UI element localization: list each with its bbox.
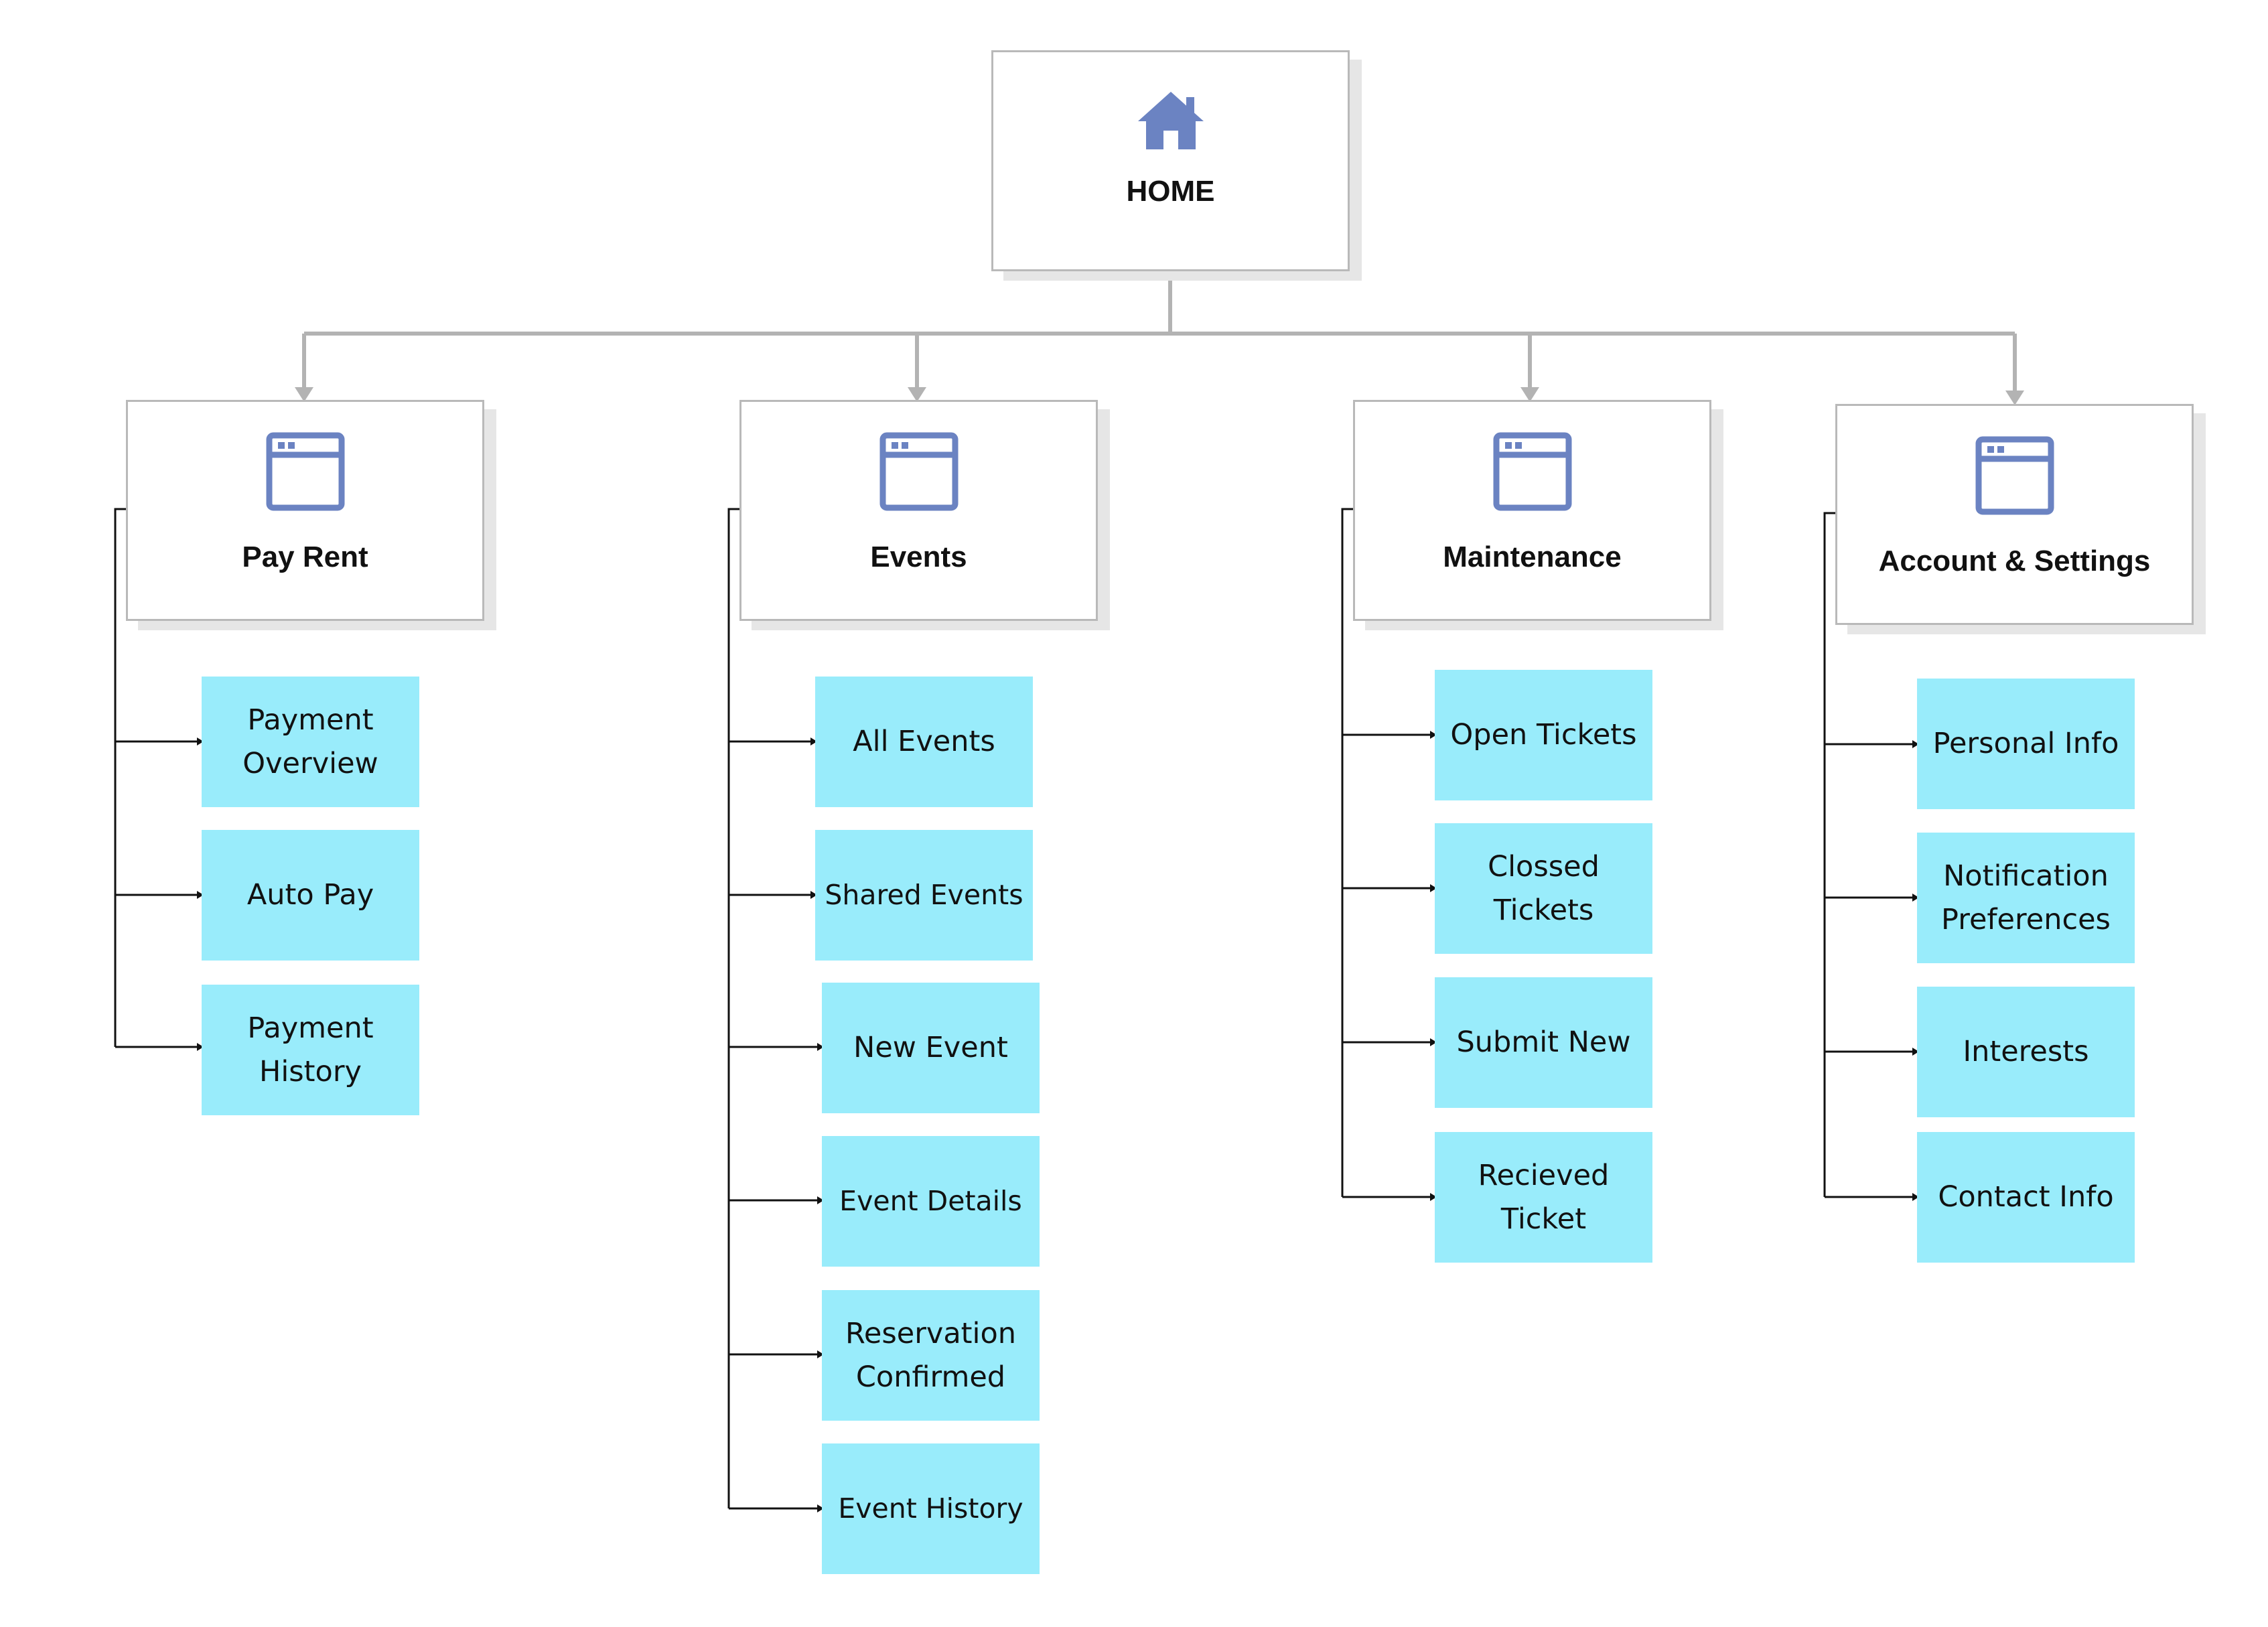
leaf-label: Event Details [839,1184,1022,1217]
pay-rent-branches [114,508,198,1048]
leaf-label: Event History [838,1492,1023,1525]
home-icon [1137,92,1204,149]
browser-window-icon [1975,436,2054,515]
section-node-account-settings: Account & Settings [1835,404,2194,625]
maintenance-spine [1341,508,1353,1197]
leaf-label: Payment History [247,1011,374,1088]
leaf-node: Open Tickets [1435,670,1652,800]
arrowhead-pay-rent [295,387,313,402]
leaf-node: Interests [1917,987,2135,1117]
section-node-maintenance: Maintenance [1353,400,1711,621]
section-label: Events [870,541,967,573]
browser-window-icon [1493,432,1571,511]
pay-rent-spine [114,508,126,1047]
arrowhead-maintenance [1520,387,1539,402]
leaf-label: Clossed Tickets [1488,850,1600,927]
leaf-node: Shared Events [815,830,1033,961]
leaf-label: Recieved Ticket [1478,1159,1610,1236]
arrowhead-events [908,387,926,402]
arrowhead-account [2005,391,2024,405]
leaf-node: Submit New [1435,977,1652,1108]
leaf-node: Event Details [822,1136,1040,1267]
leaf-node: Auto Pay [202,830,419,961]
leaf-label: Contact Info [1938,1180,2114,1214]
leaf-label: Notification Preferences [1941,859,2111,936]
section-node-pay-rent: Pay Rent [126,400,484,621]
leaf-node: Payment Overview [202,677,419,807]
home-label: HOME [1126,175,1215,208]
browser-window-icon [266,432,344,511]
leaf-node: Event History [822,1443,1040,1574]
leaf-node: Notification Preferences [1917,833,2135,963]
leaf-node: Clossed Tickets [1435,823,1652,954]
events-spine [727,508,739,1508]
home-arrowheads [295,387,2024,405]
leaf-node: New Event [822,983,1040,1113]
leaf-label: New Event [853,1031,1008,1065]
leaf-label: Open Tickets [1450,718,1637,752]
branch-arrowheads [197,731,1919,1512]
account-spine [1823,512,1835,1197]
leaf-node: All Events [815,677,1033,807]
section-label: Pay Rent [242,541,368,573]
leaf-label: Personal Info [1932,727,2119,761]
leaf-label: Submit New [1456,1025,1631,1060]
maintenance-branches [1341,508,1431,1198]
home-node: HOME [991,50,1350,271]
leaf-label: Shared Events [825,878,1023,911]
leaf-label: Reservation Confirmed [845,1317,1017,1394]
events-branches [727,508,819,1510]
leaf-node: Contact Info [1917,1132,2135,1263]
leaf-node: Personal Info [1917,679,2135,809]
section-node-events: Events [739,400,1098,621]
section-label: Account & Settings [1878,545,2151,577]
home-connectors [302,271,2017,392]
browser-window-icon [879,432,958,511]
section-label: Maintenance [1443,541,1622,573]
account-branches [1823,512,1914,1198]
leaf-node: Payment History [202,985,419,1115]
leaf-label: Payment Overview [242,703,378,780]
leaf-label: Auto Pay [246,878,374,912]
leaf-label: Interests [1963,1035,2089,1069]
leaf-label: All Events [853,725,995,759]
leaf-node: Recieved Ticket [1435,1132,1652,1263]
leaf-node: Reservation Confirmed [822,1290,1040,1421]
